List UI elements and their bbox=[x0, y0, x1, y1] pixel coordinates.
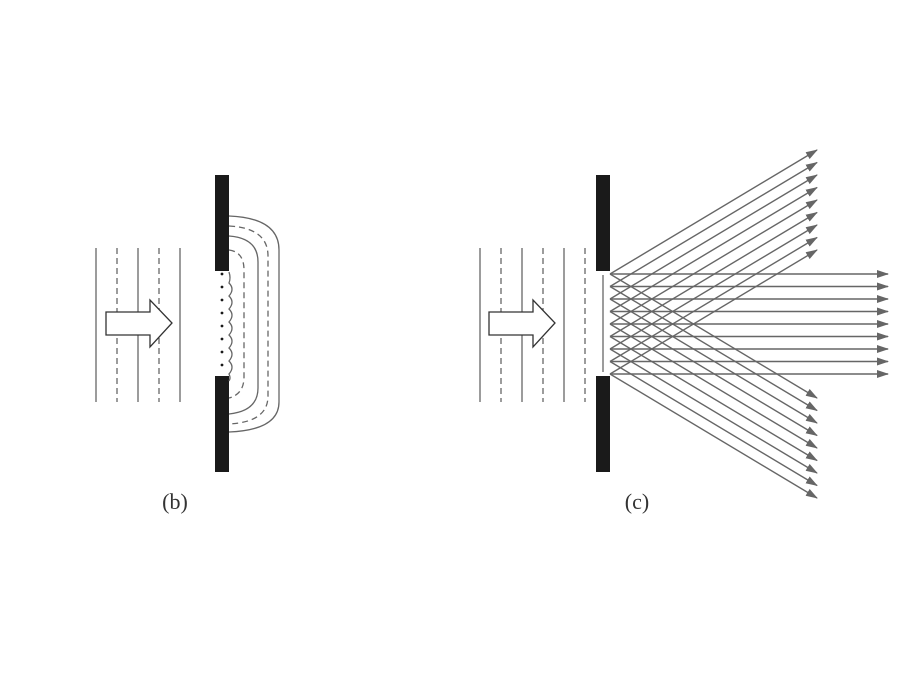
ray-arrow bbox=[609, 199, 818, 325]
panel-b-diffracted-wavefronts bbox=[228, 215, 280, 433]
diffracted-rays bbox=[609, 149, 889, 499]
huygens-point-sources bbox=[220, 272, 224, 367]
panel-b-caption: (b) bbox=[162, 489, 188, 514]
ray-arrow bbox=[609, 360, 818, 487]
propagation-arrow bbox=[488, 298, 556, 349]
ray-arrow bbox=[609, 174, 818, 300]
ray-arrow bbox=[609, 149, 818, 275]
ray-arrow bbox=[609, 335, 818, 462]
barrier-top bbox=[215, 175, 229, 271]
ray-arrow bbox=[609, 373, 818, 499]
point-source bbox=[220, 324, 224, 328]
barrier-bottom bbox=[215, 376, 229, 472]
wavelet-envelope bbox=[228, 271, 233, 382]
diffracted-wavefront-trough bbox=[228, 225, 269, 425]
panel-c: (c) bbox=[479, 149, 889, 514]
ray-arrow bbox=[609, 161, 818, 288]
ray-arrow bbox=[609, 285, 818, 412]
ray-arrow bbox=[609, 273, 818, 399]
point-source bbox=[220, 337, 224, 341]
diffracted-wavefront-trough bbox=[228, 249, 245, 399]
beam-lower bbox=[609, 273, 818, 499]
panel-c-incident-wavefronts bbox=[479, 248, 586, 402]
beam-straight bbox=[610, 270, 889, 378]
ray-arrow bbox=[609, 348, 818, 474]
diffracted-wavefront-crest bbox=[228, 235, 259, 415]
panel-b: (b) bbox=[95, 175, 280, 514]
point-source bbox=[220, 350, 224, 354]
point-source bbox=[220, 285, 224, 289]
point-source bbox=[220, 311, 224, 315]
ray-arrow bbox=[609, 298, 818, 424]
ray-arrow bbox=[609, 186, 818, 313]
panel-c-caption: (c) bbox=[625, 489, 649, 514]
propagation-arrow bbox=[105, 298, 173, 349]
barrier-top bbox=[596, 175, 610, 271]
beam-upper bbox=[609, 149, 818, 375]
barrier-bottom bbox=[596, 376, 610, 472]
point-source bbox=[220, 363, 224, 367]
point-source bbox=[220, 272, 224, 276]
diffracted-wavefront-crest bbox=[228, 215, 280, 433]
ray-arrow bbox=[609, 323, 818, 449]
ray-arrow bbox=[609, 310, 818, 437]
point-source bbox=[220, 298, 224, 302]
